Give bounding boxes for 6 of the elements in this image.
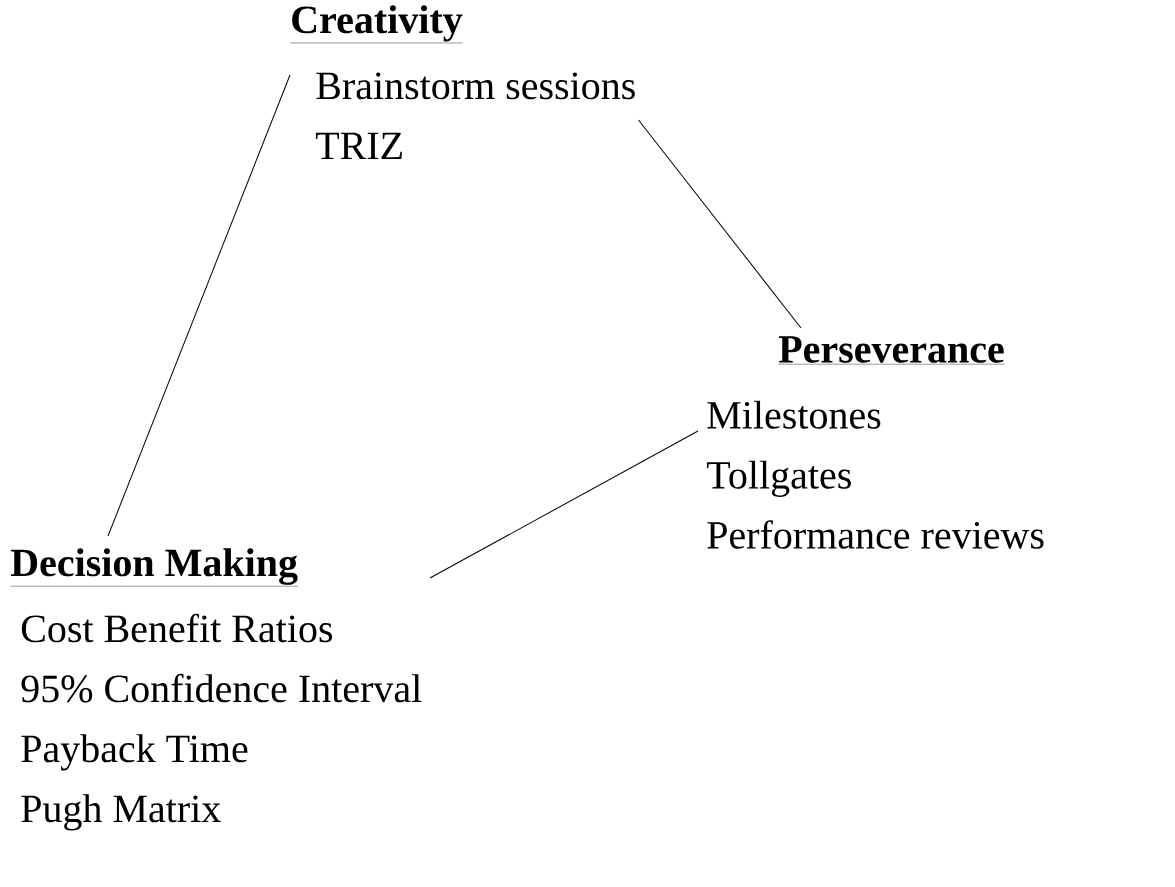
labeled-text-block: Decision Making Cost Benefit Ratios 95% Confidence Interval Payback Time Pugh Matrix (10, 548, 422, 831)
labeled-text-block: Perseverance Milestones Tollgates Performance reviews (706, 336, 1044, 549)
connector-line (638, 119, 802, 329)
labeled-text-block: Creativity Brainstorm sessions TRIZ (290, 5, 635, 159)
connector-line (107, 74, 291, 537)
connector-line (429, 430, 699, 579)
